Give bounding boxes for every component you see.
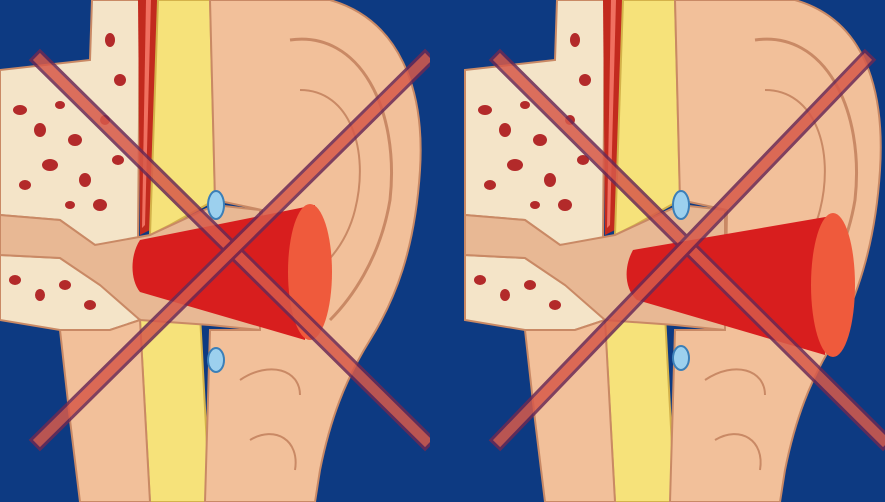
ear-cross-section-right bbox=[455, 0, 885, 502]
water-droplet-upper bbox=[673, 191, 689, 219]
earplug-end bbox=[811, 213, 855, 357]
fat-layer-lower bbox=[605, 315, 675, 502]
water-droplet-lower bbox=[208, 348, 224, 372]
water-droplet-upper bbox=[208, 191, 224, 219]
water-droplet-lower bbox=[673, 346, 689, 370]
panel-divider bbox=[430, 0, 455, 502]
ear-panel-right bbox=[455, 0, 885, 502]
ear-cross-section-left bbox=[0, 0, 430, 502]
ear-panel-left bbox=[0, 0, 430, 502]
fat-layer-lower bbox=[140, 315, 210, 502]
